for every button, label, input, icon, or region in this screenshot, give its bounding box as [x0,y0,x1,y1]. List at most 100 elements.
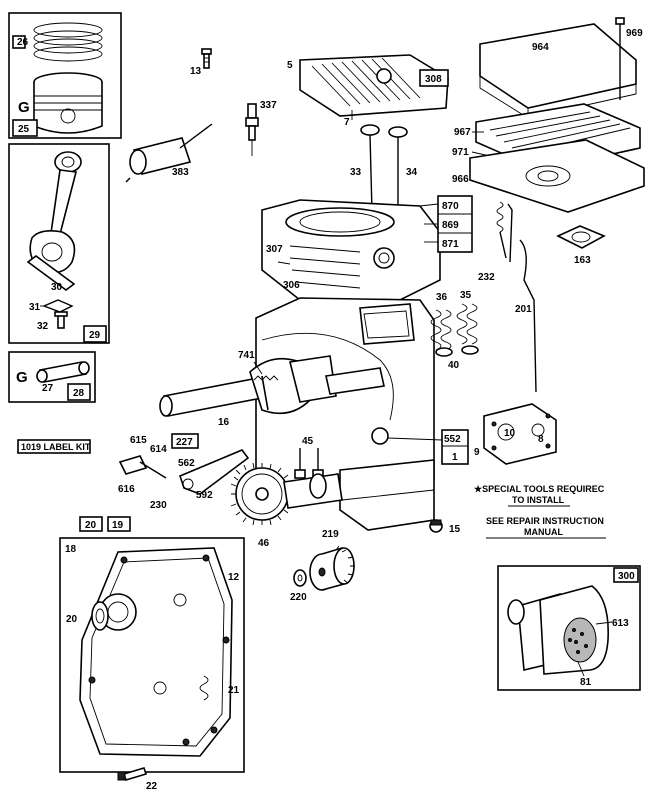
label-201: 201 [515,304,532,315]
label-20-box [79,516,103,532]
label-13: 13 [190,66,202,77]
label-871: 871 [442,239,459,250]
pin-label: 27 [42,383,54,394]
label-15: 15 [449,524,461,535]
breather-assembly-drawing [483,403,557,465]
label-308: 308 [425,74,442,85]
label-5: 5 [287,60,293,71]
label-227: 227 [176,437,193,448]
label-300: 300 [618,571,635,582]
label-969: 969 [626,28,643,39]
label-220: 220 [290,592,307,603]
label-8: 8 [538,434,544,445]
air-cleaner-base-drawing [469,139,645,213]
label-16: 16 [218,417,230,428]
connecting-rod-inset: 30 31 32 29 [8,143,110,344]
label-616: 616 [118,484,135,495]
governor-link-drawing [519,239,537,393]
air-cleaner-cover-drawing [479,23,637,119]
g-mark: G [18,99,30,116]
label-966: 966 [452,174,469,185]
screw-13-drawing [201,48,212,69]
cylinder-block-drawing [255,199,441,531]
label-20-top: 20 [85,520,97,531]
label-613: 613 [612,618,629,629]
label-20: 20 [66,614,78,625]
ring-label-box [12,35,26,49]
governor-gear-drawing [309,545,355,591]
label-10: 10 [504,428,516,439]
label-12: 12 [228,572,240,583]
label-971: 971 [452,147,469,158]
label-869: 869 [442,220,459,231]
gasket-163-drawing [556,225,606,249]
label-219: 219 [322,529,339,540]
label-383: 383 [172,167,189,178]
muffler-inset [497,565,641,691]
crankcase-cover-inset [59,516,245,773]
bolt-label: 32 [37,321,49,332]
ring-label: 26 [17,37,29,48]
label-552: 552 [444,434,461,445]
label-870: 870 [442,201,459,212]
label-163: 163 [574,255,591,266]
rod-set-box [83,325,107,343]
label-592: 592 [196,490,213,501]
label-36: 36 [436,292,448,303]
manual-note: MANUAL [524,527,563,537]
wing-screw-drawing [615,17,625,100]
label-230: 230 [150,500,167,511]
spark-plug-wrench-drawing [125,123,213,183]
piston-pin-inset: G 27 28 [8,351,96,403]
cylinder-head-drawing [299,54,449,117]
label-21: 21 [228,685,240,696]
label-46: 46 [258,538,270,549]
label-232: 232 [478,272,495,283]
special-tools-note: ★SPECIAL TOOLS REQUIREC [474,484,605,494]
rod-bolt-drawing [54,311,68,329]
rod-set-label: 29 [89,330,101,341]
label-22: 22 [146,781,158,792]
piston-ring-inset: 26 G 25 [8,12,122,139]
piston-pin-drawing [36,361,90,383]
label-kit-note: 1019 LABEL KIT [17,439,91,454]
washer-220-drawing [293,569,307,587]
label-33: 33 [350,167,362,178]
label-967: 967 [454,127,471,138]
label-614: 614 [150,444,167,455]
label-964: 964 [532,42,549,53]
pin-set-box [67,383,91,401]
dipper-label: 31 [29,302,41,313]
g-mark: G [16,369,28,386]
label-308-box [419,69,449,87]
crankcase-cover-drawing [79,547,233,757]
piston-label-box [12,119,38,137]
intake-valve-drawing [360,124,380,213]
breather-kit-box [441,429,469,465]
drain-plug-drawing [429,519,443,533]
label-40: 40 [448,360,460,371]
label-35: 35 [460,290,472,301]
label-kit-text: 1019 LABEL KIT [21,442,91,452]
muffler-drawing [507,585,609,675]
label-18: 18 [65,544,77,555]
label-9: 9 [474,447,480,458]
piston-rings-drawing [33,22,103,62]
governor-spring-drawing [496,201,513,263]
label-19: 19 [112,520,124,531]
label-307: 307 [266,244,283,255]
governor-lever-drawing [118,449,250,495]
piston-label: 25 [18,124,30,135]
label-45: 45 [302,436,314,447]
oil-dipper-drawing [40,299,74,313]
label-19-box [107,516,131,532]
pin-set-label: 28 [73,388,85,399]
label-81: 81 [580,677,592,688]
label-7: 7 [344,117,350,128]
camshaft-drawing [230,462,343,526]
valve-springs-drawing [430,303,479,357]
label-615: 615 [130,435,147,446]
label-34: 34 [406,167,418,178]
to-install-note: TO INSTALL [512,495,565,505]
